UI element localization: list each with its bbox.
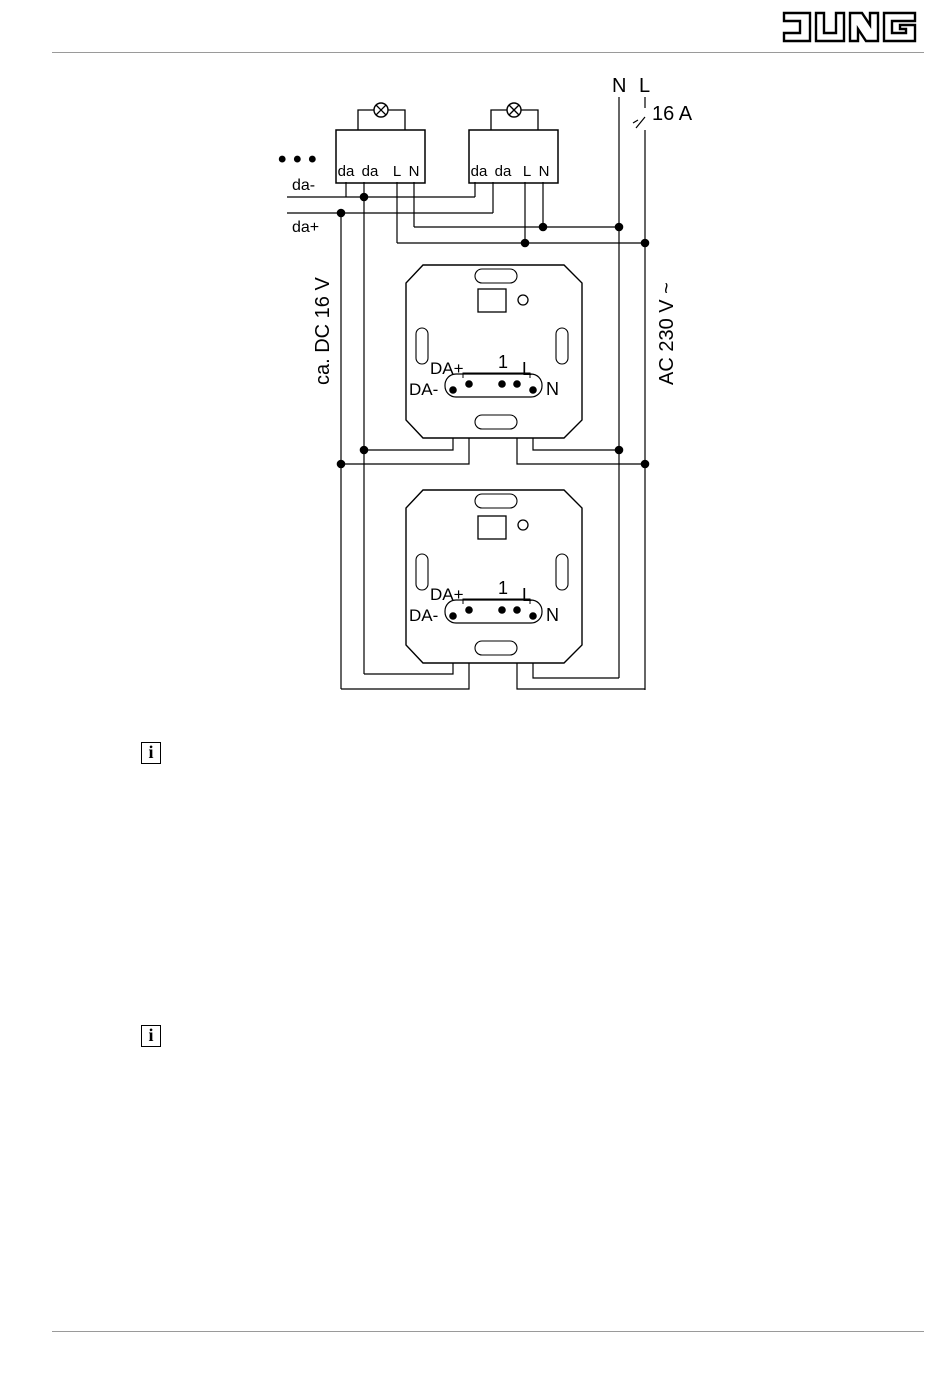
terminal-label-n: N — [546, 605, 559, 625]
voltage-label-dc: ca. DC 16 V — [312, 277, 334, 385]
terminal-label: da — [495, 163, 512, 180]
bus-label-da-plus: da+ — [292, 219, 319, 236]
terminal-label-l: L — [522, 585, 532, 605]
device-1: DA+ DA- 1 L N — [406, 265, 582, 438]
bus-label-da-minus: da- — [292, 177, 315, 194]
ballast-1: da da L N — [336, 103, 425, 183]
device-2: DA+ DA- 1 L N — [406, 490, 582, 663]
more-ballasts-dots: • • • — [278, 146, 317, 173]
terminal-label: N — [539, 163, 550, 180]
supply-label-l: L — [639, 75, 650, 97]
footer-rule — [52, 1331, 924, 1332]
terminal-label-da-minus: DA- — [409, 606, 438, 625]
terminal-label-1: 1 — [498, 578, 508, 598]
terminal-label: da — [471, 163, 488, 180]
terminal-label: da — [338, 163, 355, 180]
terminal-label-l: L — [522, 359, 532, 379]
info-icon: i — [141, 1025, 161, 1047]
terminal-label-1: 1 — [498, 352, 508, 372]
terminal-label: da — [362, 163, 379, 180]
terminal-label-n: N — [546, 379, 559, 399]
terminal-label: N — [409, 163, 420, 180]
terminal-label-da-minus: DA- — [409, 380, 438, 399]
supply-label-n: N — [612, 75, 626, 97]
info-icon: i — [141, 742, 161, 764]
terminal-label-da-plus: DA+ — [430, 585, 464, 604]
lamp-icon — [507, 103, 521, 117]
lamp-icon — [374, 103, 388, 117]
voltage-label-ac: AC 230 V ~ — [656, 282, 678, 385]
fuse-label: 16 A — [652, 103, 693, 125]
terminal-label: L — [393, 163, 401, 180]
terminal-label: L — [523, 163, 531, 180]
wiring-diagram: da da L N da da L N DA+ DA- 1 L N — [0, 0, 950, 760]
terminal-label-da-plus: DA+ — [430, 359, 464, 378]
ballast-2: da da L N — [469, 103, 558, 183]
